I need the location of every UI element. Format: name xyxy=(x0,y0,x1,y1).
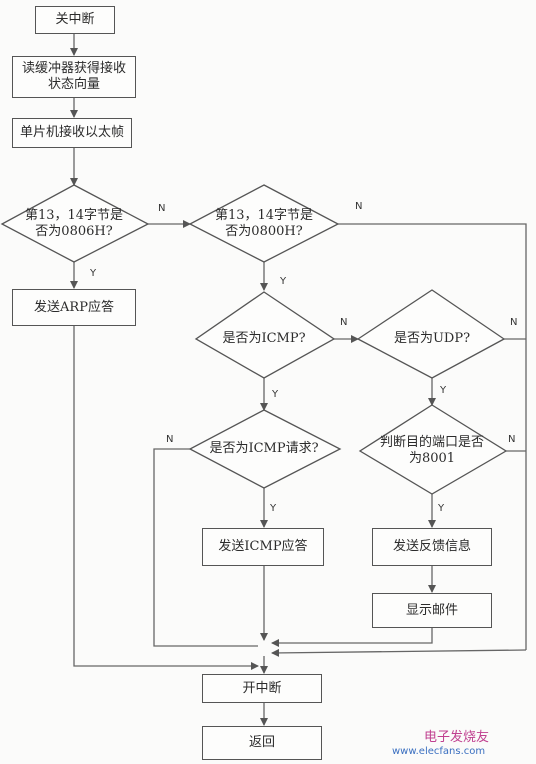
mcu-receive-box: 单片机接收以太帧 xyxy=(12,118,132,148)
decision-diamond-icmp xyxy=(194,291,336,379)
show-mail-box: 显示邮件 xyxy=(372,593,492,628)
read-buffer-box: 读缓冲器获得接收状态向量 xyxy=(12,56,136,98)
label-n-0806: N xyxy=(158,203,166,214)
decision-icmp-request-text: 是否为ICMP请求? xyxy=(209,441,319,456)
send-arp-box: 发送ARP应答 xyxy=(12,289,136,326)
label-n-udp: N xyxy=(510,317,518,328)
label-n-0800: N xyxy=(355,201,363,212)
decision-diamond-0806 xyxy=(0,184,150,263)
decision-diamond-icmp-request xyxy=(188,409,342,489)
label-n-port: N xyxy=(508,434,516,445)
decision-0806-text: 第13，14字节是否为0806H? xyxy=(24,208,124,239)
label-y-icmp-request: Y xyxy=(270,503,277,514)
return-box: 返回 xyxy=(202,726,322,760)
label-y-udp: Y xyxy=(440,385,447,396)
label-y-0800: Y xyxy=(280,276,287,287)
watermark-url: www.elecfans.com xyxy=(392,746,486,757)
close-interrupt-box: 关中断 xyxy=(35,6,115,34)
watermark-logo: 电子发烧友 xyxy=(424,730,490,745)
label-y-icmp: Y xyxy=(272,389,279,400)
send-icmp-box: 发送ICMP应答 xyxy=(202,528,324,566)
label-n-icmp-request: N xyxy=(166,434,174,445)
label-n-icmp: N xyxy=(340,317,348,328)
decision-0800-text: 第13，14字节是否为0800H? xyxy=(214,208,314,239)
decision-diamond-udp xyxy=(356,289,506,379)
label-y-port: Y xyxy=(438,503,445,514)
open-interrupt-box: 开中断 xyxy=(202,674,322,703)
decision-port-text: 判断目的端口是否为8001 xyxy=(379,435,484,466)
label-y-0806: Y xyxy=(90,268,97,279)
decision-diamond-port xyxy=(358,404,508,495)
decision-diamond-0800 xyxy=(188,184,340,263)
decision-icmp-text: 是否为ICMP? xyxy=(222,331,306,346)
send-feedback-box: 发送反馈信息 xyxy=(372,528,492,566)
decision-udp-text: 是否为UDP? xyxy=(393,331,471,346)
